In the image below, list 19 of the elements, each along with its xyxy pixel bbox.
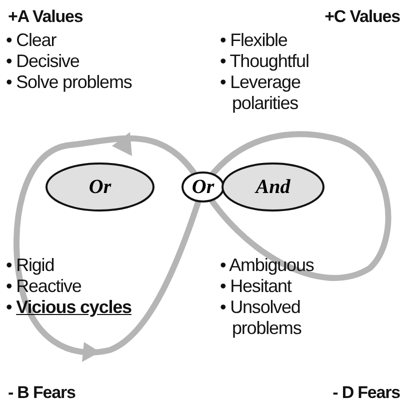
bullet-point: • Vicious cycles (6, 297, 132, 318)
bullet-point: • Flexible (220, 30, 288, 51)
bullet-point: • Unsolved problems (220, 297, 302, 339)
bullet-point: • Reactive (6, 276, 82, 297)
bullet-point: • Decisive (6, 51, 80, 72)
bullet-point: • Clear (6, 30, 58, 51)
or-ellipse: Or (45, 162, 155, 212)
quadrant-heading: - D Fears (332, 382, 400, 403)
quadrant-heading: +C Values (324, 6, 400, 27)
quadrant-heading: +A Values (8, 6, 83, 27)
bullet-point: • Rigid (6, 255, 56, 276)
bullet-point: • Solve problems (6, 72, 133, 93)
bullet-point: • Hesitant (220, 276, 293, 297)
or-ellipse: Or (181, 171, 225, 203)
bullet-point: • Leverage polarities (220, 72, 302, 114)
bullet-point: • Thoughtful (220, 51, 310, 72)
bullet-point: • Ambiguous (220, 255, 315, 276)
and-ellipse: And (221, 162, 325, 212)
quadrant-heading: - B Fears (8, 382, 76, 403)
